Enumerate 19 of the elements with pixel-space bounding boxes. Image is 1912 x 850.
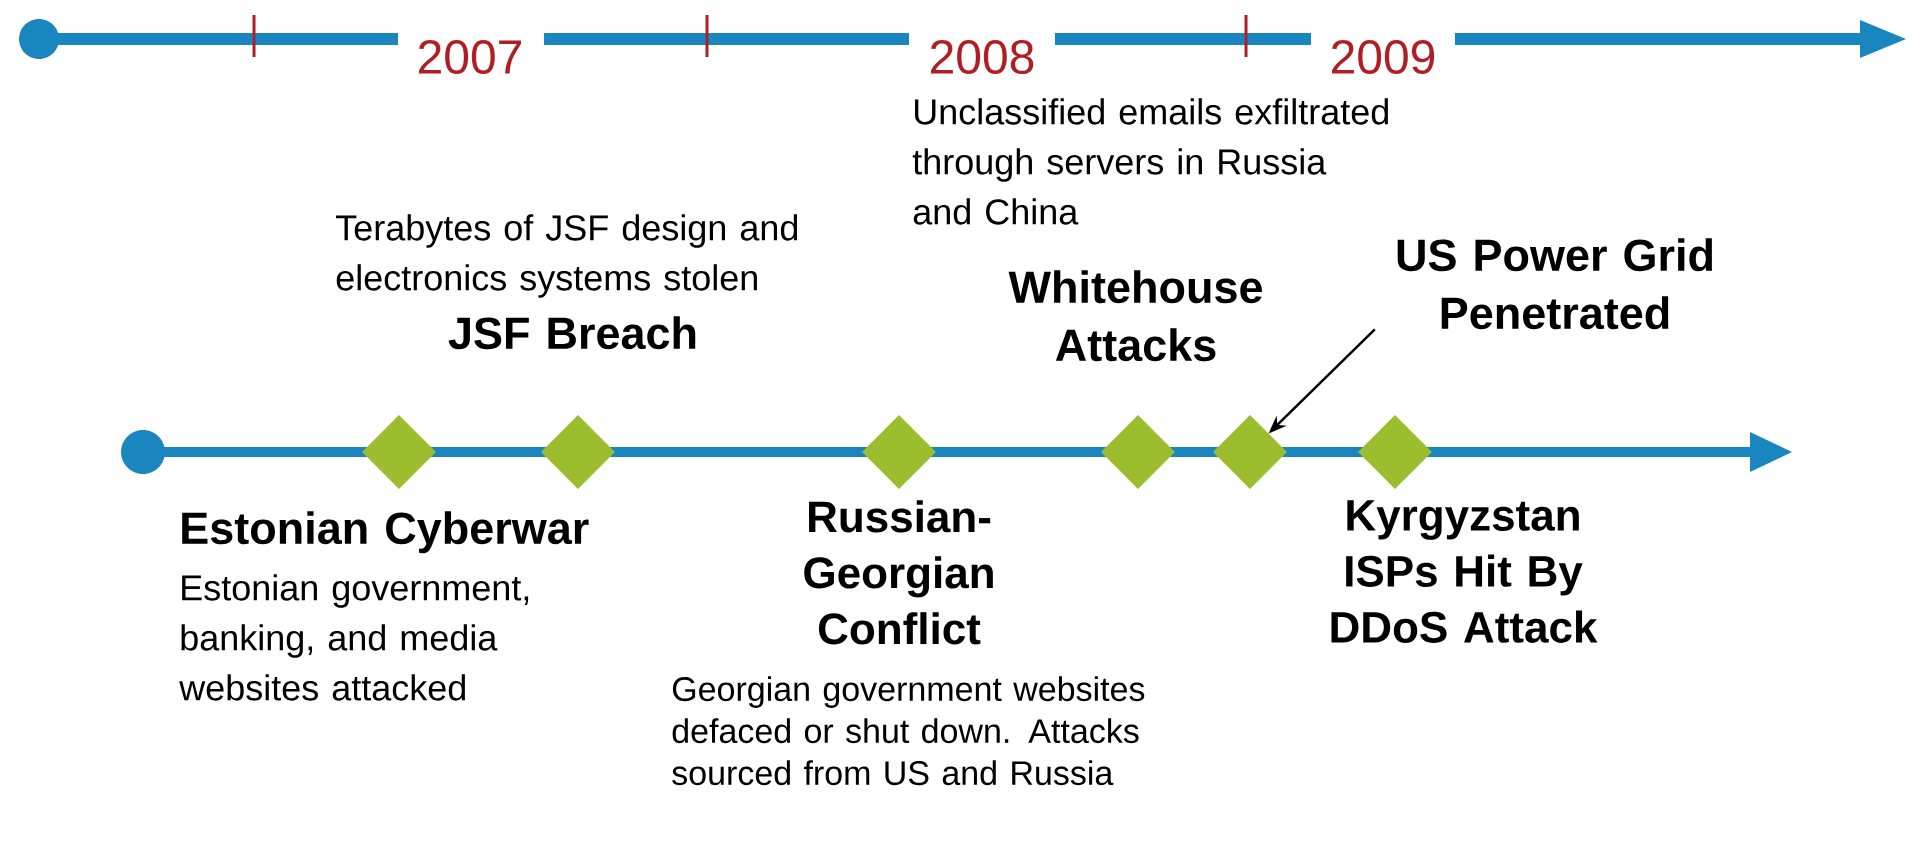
event-title: US Power Grid Penetrated: [1397, 238, 1713, 330]
diamond-marker: [362, 415, 436, 489]
year-label: 2008: [931, 40, 1034, 74]
diamond-marker: [1101, 415, 1175, 489]
event-description: Unclassified emails exfiltrated through servers in Russia and China: [912, 98, 1388, 225]
event-title: Kyrgyzstan ISPs Hit By DDoS Attack: [1331, 500, 1598, 643]
event-title: Russian-Georgian Conflict: [804, 500, 993, 645]
year-label: 2009: [1332, 40, 1435, 74]
diamond-marker: [541, 415, 615, 489]
event-description: Estonian government, banking, and media websites attacked: [179, 574, 529, 701]
diamond-marker: [1213, 415, 1287, 489]
year-label: 2007: [419, 40, 521, 74]
event-title: JSF Breach: [448, 316, 696, 350]
event-description: Georgian government websites defaced or shut down. Attacks sourced from US and Russia: [672, 676, 1145, 786]
event-title: Estonian Cyberwar: [182, 511, 589, 554]
event-description: Terabytes of JSF design and electronics systems stolen: [336, 214, 798, 298]
event-title: Whitehouse Attacks: [1008, 270, 1262, 362]
diamond-marker: [1358, 415, 1432, 489]
diamond-marker: [862, 415, 936, 489]
